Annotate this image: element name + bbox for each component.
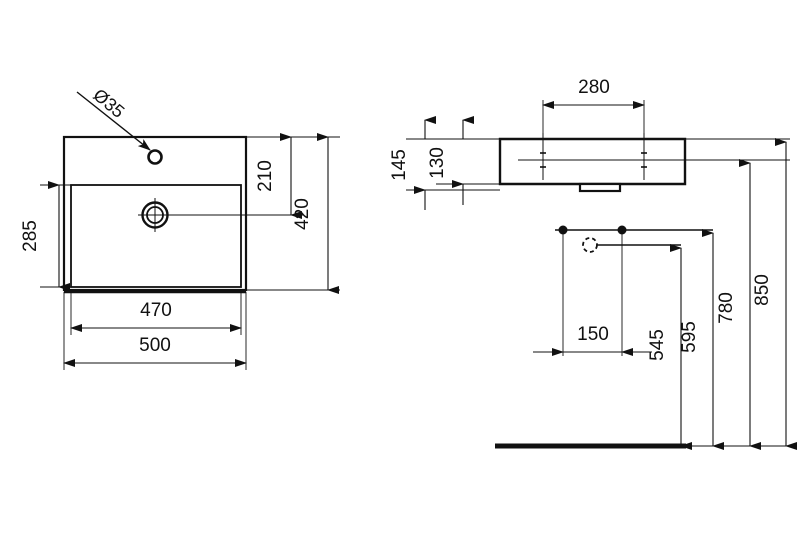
dim-label-780: 780 <box>716 292 737 324</box>
dim-label-500: 500 <box>139 335 171 356</box>
waste-outlet-stub <box>578 182 622 193</box>
dim-label-545: 545 <box>647 329 668 361</box>
tap-hole-leader-line <box>76 91 151 151</box>
dim-label-280: 280 <box>578 77 610 98</box>
side-basin-outline <box>498 137 687 186</box>
dim-label-150: 150 <box>577 324 609 345</box>
dim-label-285: 285 <box>20 220 41 252</box>
dim-label-210: 210 <box>255 160 276 192</box>
tap-hole-icon <box>147 149 163 165</box>
plan-view: 285 210 420 470 500 Ø35 <box>20 85 340 370</box>
dim-label-145: 145 <box>389 149 410 181</box>
dim-label-130: 130 <box>427 147 448 179</box>
dim-label-420: 420 <box>292 198 313 230</box>
plan-basin-recess <box>70 184 242 288</box>
side-elevation-view: 280 145 130 <box>389 77 790 210</box>
dim-label-850: 850 <box>752 274 773 306</box>
dim-label-595: 595 <box>679 321 700 353</box>
dim-label-470: 470 <box>140 300 172 321</box>
installation-heights-view: 150 545 595 780 850 <box>495 138 797 450</box>
